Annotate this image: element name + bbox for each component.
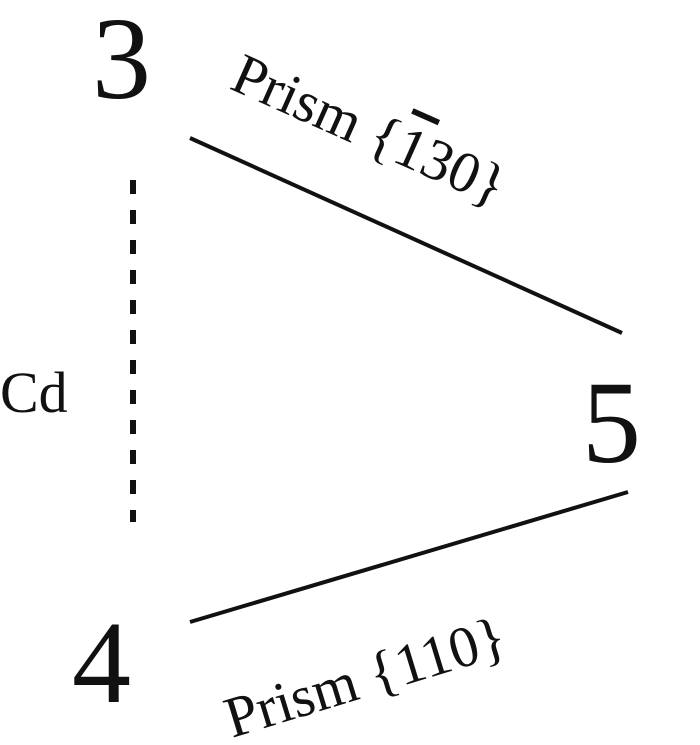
prism-110-label: Prism {110} — [217, 603, 514, 745]
node-4: 4 — [72, 597, 131, 728]
edge-3-5 — [189, 136, 623, 335]
cd-label: Cd — [0, 360, 68, 425]
node-3: 3 — [92, 0, 151, 124]
edge-4-5 — [189, 490, 629, 624]
prism-130-label: Prism {130} — [223, 40, 517, 218]
node-5: 5 — [582, 357, 641, 488]
prism-130-prefix: Prism { — [223, 40, 412, 172]
